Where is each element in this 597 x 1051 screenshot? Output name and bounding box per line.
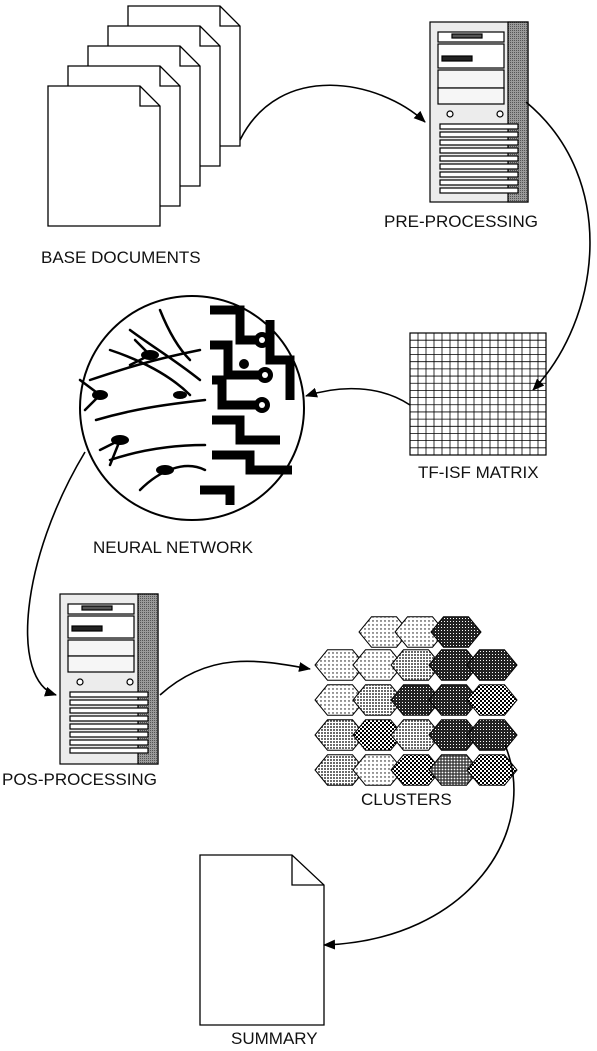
cluster-cell: [428, 754, 480, 786]
cluster-cell: [352, 649, 404, 681]
cluster-cell: [390, 684, 442, 716]
arrow-preprocessing-to-matrix: [525, 101, 591, 391]
arrow-clusters-to-summary: [323, 744, 515, 950]
arrow-documents-to-preprocessing: [239, 84, 426, 141]
pos-processing-label: POS-PROCESSING: [2, 770, 157, 789]
server-icon: [429, 21, 529, 203]
cluster-cell: [314, 649, 366, 681]
cluster-cell: [430, 616, 482, 648]
cluster-cell: [352, 754, 404, 786]
cluster-cell: [358, 616, 410, 648]
cluster-cell: [314, 754, 366, 786]
matrix-icon: [409, 332, 547, 456]
cluster-cell: [428, 719, 480, 751]
tf-isf-matrix-label: TF-ISF MATRIX: [418, 463, 539, 482]
cluster-cell: [352, 719, 404, 751]
cluster-cell: [390, 754, 442, 786]
cluster-cell: [428, 649, 480, 681]
cluster-cell: [466, 719, 518, 751]
base-documents-icon: [47, 5, 241, 227]
arrow-posprocessing-to-clusters: [159, 660, 311, 696]
cluster-cell: [466, 649, 518, 681]
arrow-matrix-to-neural: [305, 387, 411, 406]
cluster-cell: [428, 684, 480, 716]
arrow-neural-to-posprocessing: [26, 451, 86, 697]
summary-label: SUMMARY: [231, 1029, 318, 1048]
cluster-cell: [466, 754, 518, 786]
cluster-cell: [390, 719, 442, 751]
server-icon: [59, 593, 159, 765]
cluster-cell: [314, 684, 366, 716]
clusters-label: CLUSTERS: [361, 790, 452, 809]
flow-arrows: [26, 84, 591, 950]
cluster-cell: [394, 616, 446, 648]
cluster-cell: [390, 649, 442, 681]
cluster-cell: [466, 684, 518, 716]
clusters-hexmap-icon: [314, 616, 518, 786]
cluster-cell: [352, 684, 404, 716]
summary-document-icon: [199, 854, 325, 1026]
neural-network-label: NEURAL NETWORK: [93, 538, 253, 557]
cluster-cell: [314, 719, 366, 751]
pre-processing-label: PRE-PROCESSING: [384, 212, 538, 231]
neural-network-icon: [78, 295, 305, 521]
base-documents-label: BASE DOCUMENTS: [41, 248, 201, 267]
